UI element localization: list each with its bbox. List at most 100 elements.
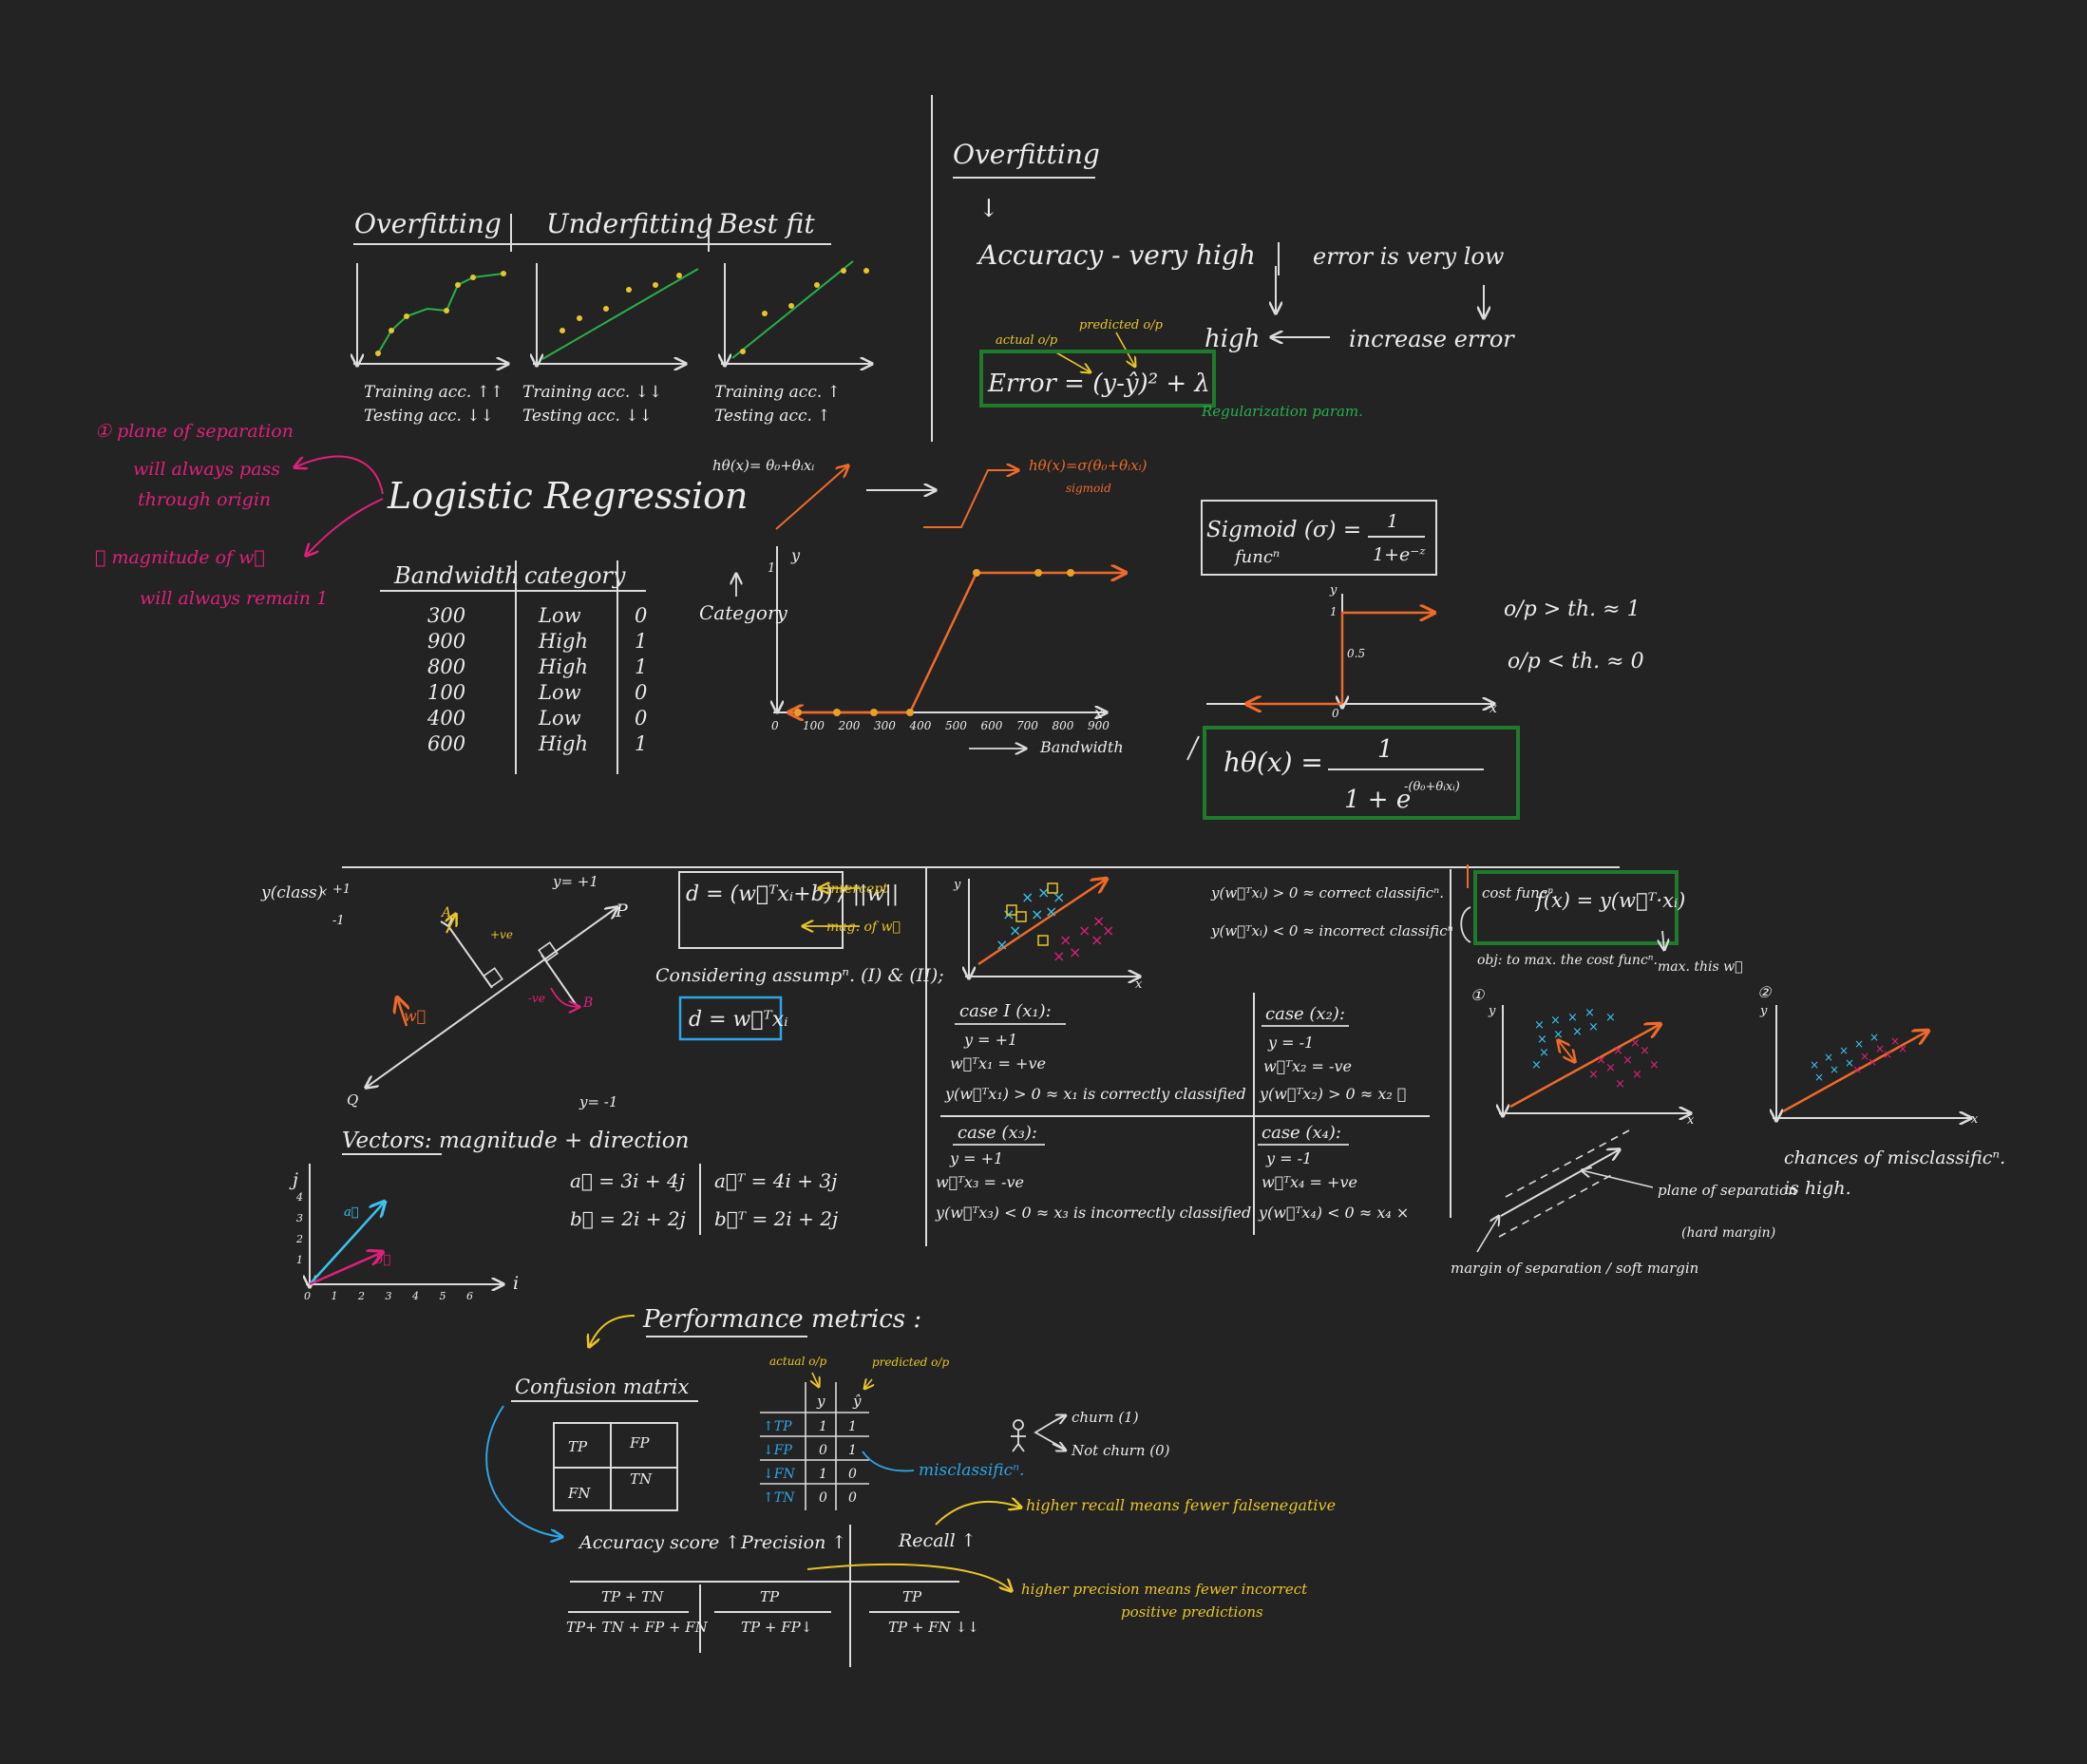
underfitting-heading: Underfitting xyxy=(546,208,713,239)
confusion-matrix-grid xyxy=(553,1422,678,1511)
vector-xtick-label: 4 xyxy=(411,1290,419,1302)
lr-xtick-label: 200 xyxy=(838,719,861,732)
accuracy-numerator: TP + TN xyxy=(601,1588,664,1605)
over-train-note: Training acc. ↑↑ xyxy=(364,383,503,402)
cm-fp: FP xyxy=(629,1434,650,1451)
svg-text:×: × xyxy=(1860,1050,1869,1063)
case-3-line-1: y = +1 xyxy=(949,1149,1003,1167)
sig-x-axis: x xyxy=(1489,701,1497,716)
recall-denominator: TP + FN ↓↓ xyxy=(888,1619,979,1636)
sigmoid-word: sigmoid xyxy=(1066,482,1111,495)
cases-x-axis: x xyxy=(1135,977,1143,992)
axis-i: i xyxy=(513,1273,519,1294)
h-theta-exponent: -(θ₀+θᵢxᵢ) xyxy=(1404,780,1460,794)
vector-xtick-label: 3 xyxy=(386,1290,392,1302)
distance-formula: d = (w⃗ᵀxᵢ+b) / ||w|| xyxy=(686,882,899,906)
best-train-note: Training acc. ↑ xyxy=(714,383,841,402)
precision-label: Precision ↑ xyxy=(740,1532,846,1553)
svg-text:×: × xyxy=(1868,1055,1877,1069)
svg-text:×: × xyxy=(1584,1006,1595,1020)
vector-ytick-label: 2 xyxy=(295,1233,303,1245)
actual-op-label: actual o/p xyxy=(996,333,1058,348)
case-4-line-2: w⃗ᵀx₄ = +ve xyxy=(1262,1173,1357,1191)
metric-row-y: 1 xyxy=(819,1467,827,1482)
assumption-2-line-2: will always remain 1 xyxy=(140,588,328,609)
point-q: Q xyxy=(347,1091,358,1109)
svg-text:×: × xyxy=(1839,1044,1849,1057)
vector-ytick-label: 1 xyxy=(296,1254,303,1266)
error-very-low: error is very low xyxy=(1313,243,1505,270)
predicted-op-label: predicted o/p xyxy=(1079,318,1164,332)
point-b: B xyxy=(582,996,593,1011)
recall-note: higher recall means fewer falsenegative xyxy=(1026,1496,1336,1514)
fit-comparison: Overfitting Underfitting Best fit Traini… xyxy=(353,208,872,426)
svg-text:×: × xyxy=(1605,1061,1616,1075)
svg-text:×: × xyxy=(1875,1042,1885,1055)
svg-text:×: × xyxy=(1854,1037,1864,1051)
lr-xtick-label: 300 xyxy=(874,719,896,732)
svg-text:×: × xyxy=(1009,921,1021,939)
w-vector-label: w⃗ xyxy=(404,1007,426,1025)
lr-y-one: 1 xyxy=(768,561,775,576)
svg-text:×: × xyxy=(1037,883,1050,901)
svg-text:×: × xyxy=(1531,1058,1542,1072)
lr-row-bandwidth: 300 xyxy=(427,604,465,627)
metric-row-yhat: 1 xyxy=(848,1419,857,1434)
accuracy-denominator: TP+ TN + FP + FN xyxy=(566,1619,709,1636)
sigmoid-section: Sigmoid (σ) = funcⁿ 1 1+e⁻ᶻ y 1 0.5 0 x … xyxy=(1186,500,1644,820)
cm-tp: TP xyxy=(568,1438,588,1455)
metric-head-yhat: ŷ xyxy=(852,1393,862,1410)
svg-text:×: × xyxy=(1053,947,1065,965)
bandwidth-col-header: Bandwidth xyxy=(393,562,519,589)
vector-b-eq: b⃗ = 2i + 2j xyxy=(570,1207,686,1230)
overfitting-heading: Overfitting xyxy=(354,208,502,239)
h-theta-box xyxy=(1203,726,1520,820)
cost-y-axis-2: y xyxy=(1759,1004,1768,1018)
svg-text:×: × xyxy=(1031,905,1043,923)
h-theta-denominator: 1 + e xyxy=(1344,786,1411,814)
sig-y-axis: y xyxy=(1329,583,1338,597)
case-3-line-3: y(w⃗ᵀx₃) < 0 ≈ x₃ is incorrectly classif… xyxy=(935,1204,1251,1222)
lr-row-category: High xyxy=(538,732,588,755)
incorrect-classification-rule: y(w⃗ᵀxᵢ) < 0 ≈ incorrect classificⁿ xyxy=(1210,922,1453,939)
svg-text:×: × xyxy=(1588,1068,1599,1082)
cases-y-axis: y xyxy=(953,878,961,892)
actual-op-metric: actual o/p xyxy=(769,1355,827,1368)
assumption-1-line-1: ① plane of separation xyxy=(95,421,294,442)
plus-one-label: +1 xyxy=(332,882,351,897)
svg-text:×: × xyxy=(1852,1063,1862,1076)
vector-ytick-label: 4 xyxy=(295,1191,303,1204)
precision-denominator: TP + FP↓ xyxy=(741,1619,812,1636)
svg-text:‹: ‹ xyxy=(321,882,328,901)
metric-row-key: ↑TN xyxy=(763,1490,795,1506)
lr-row-value: 0 xyxy=(635,604,647,627)
vector-xtick-label: 6 xyxy=(466,1290,473,1302)
over-test-note: Testing acc. ↓↓ xyxy=(364,407,494,426)
person-icon xyxy=(1011,1419,1026,1452)
precision-note-line-1: higher precision means fewer incorrect xyxy=(1021,1581,1308,1598)
bestfit-heading: Best fit xyxy=(717,208,815,239)
svg-text:×: × xyxy=(1553,1028,1564,1042)
svg-text:×: × xyxy=(1640,1044,1650,1058)
cost-x-axis-2: x xyxy=(1971,1112,1979,1127)
lr-row-value: 1 xyxy=(635,732,647,755)
svg-text:×: × xyxy=(1596,1053,1606,1068)
axis-j: j xyxy=(289,1169,298,1190)
increase-error-label: increase error xyxy=(1349,326,1515,352)
lr-xtick-label: 0 xyxy=(771,719,779,732)
svg-text:×: × xyxy=(1605,1011,1616,1025)
metric-row-key: ↓FN xyxy=(763,1467,795,1482)
not-churn-label: Not churn (0) xyxy=(1071,1442,1170,1459)
plus-ve-label: +ve xyxy=(490,928,513,941)
svg-text:×: × xyxy=(1824,1051,1833,1064)
recall-numerator: TP xyxy=(902,1588,922,1605)
lr-row-bandwidth: 600 xyxy=(427,732,465,755)
case-1-title: case I (x₁): xyxy=(959,1001,1052,1021)
metric-row-y: 0 xyxy=(819,1490,827,1506)
op-greater-threshold: o/p > th. ≈ 1 xyxy=(1504,597,1641,621)
metric-row-yhat: 1 xyxy=(848,1443,857,1458)
vector-a-eq: a⃗ = 3i + 4j xyxy=(570,1169,685,1192)
svg-text:×: × xyxy=(1830,1063,1839,1076)
sigmoid-label: Sigmoid (σ) = xyxy=(1206,518,1361,542)
